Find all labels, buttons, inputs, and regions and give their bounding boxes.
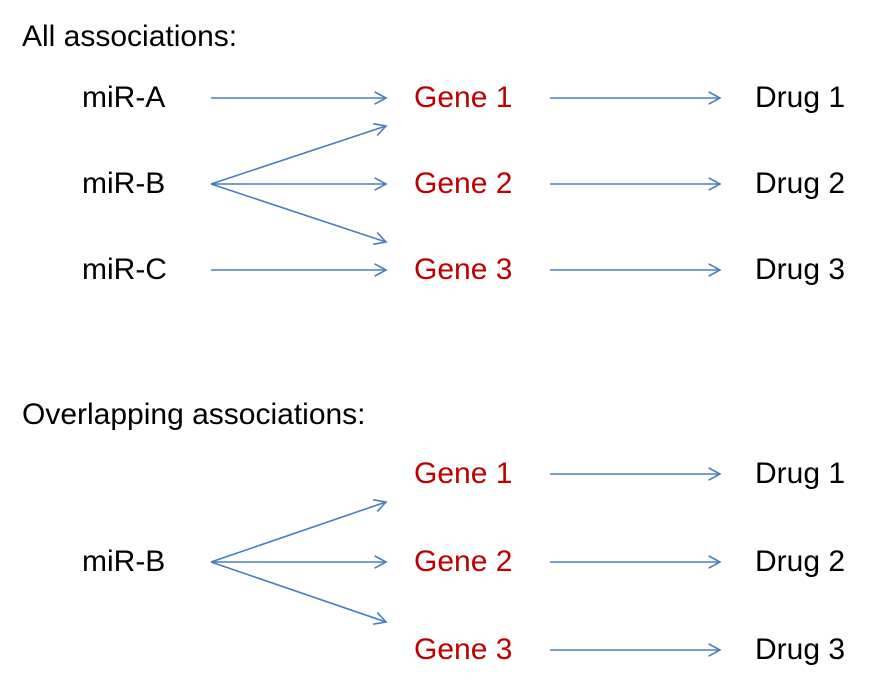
gene-drug-arrow (550, 467, 722, 481)
mirna-gene-arrow (211, 91, 388, 105)
mirna-node-c: miR-C (82, 253, 167, 286)
drug-node-3-overlap: Drug 3 (755, 633, 846, 666)
drug-node-1-overlap: Drug 1 (755, 457, 846, 490)
heading-all-associations: All associations: (22, 20, 238, 53)
mirna-node-b: miR-B (82, 167, 166, 200)
mirna-gene-arrow (210, 561, 388, 625)
gene-node-3: Gene 3 (414, 253, 513, 286)
mirna-gene-arrow (211, 263, 388, 277)
gene-node-1: Gene 1 (414, 81, 513, 114)
gene-drug-arrow (550, 643, 722, 657)
mirna-gene-arrow (210, 183, 388, 246)
mirna-node-b-overlap: miR-B (82, 545, 166, 578)
gene-drug-arrow (550, 177, 722, 191)
gene-node-2-overlap: Gene 2 (414, 545, 513, 578)
mirna-gene-arrow (210, 122, 388, 185)
drug-node-3: Drug 3 (755, 253, 846, 286)
mirna-gene-arrow (210, 499, 388, 563)
gene-drug-arrow (550, 263, 722, 277)
gene-drug-arrow (550, 555, 722, 569)
gene-node-2: Gene 2 (414, 167, 513, 200)
gene-node-1-overlap: Gene 1 (414, 457, 513, 490)
gene-node-3-overlap: Gene 3 (414, 633, 513, 666)
drug-node-2: Drug 2 (755, 167, 846, 200)
mirna-gene-arrow (211, 177, 388, 191)
drug-node-2-overlap: Drug 2 (755, 545, 846, 578)
mirna-gene-arrow (211, 555, 388, 569)
mirna-node-a: miR-A (82, 81, 166, 114)
drug-node-1: Drug 1 (755, 81, 846, 114)
heading-overlapping-associations: Overlapping associations: (22, 398, 366, 431)
gene-drug-arrow (550, 91, 722, 105)
